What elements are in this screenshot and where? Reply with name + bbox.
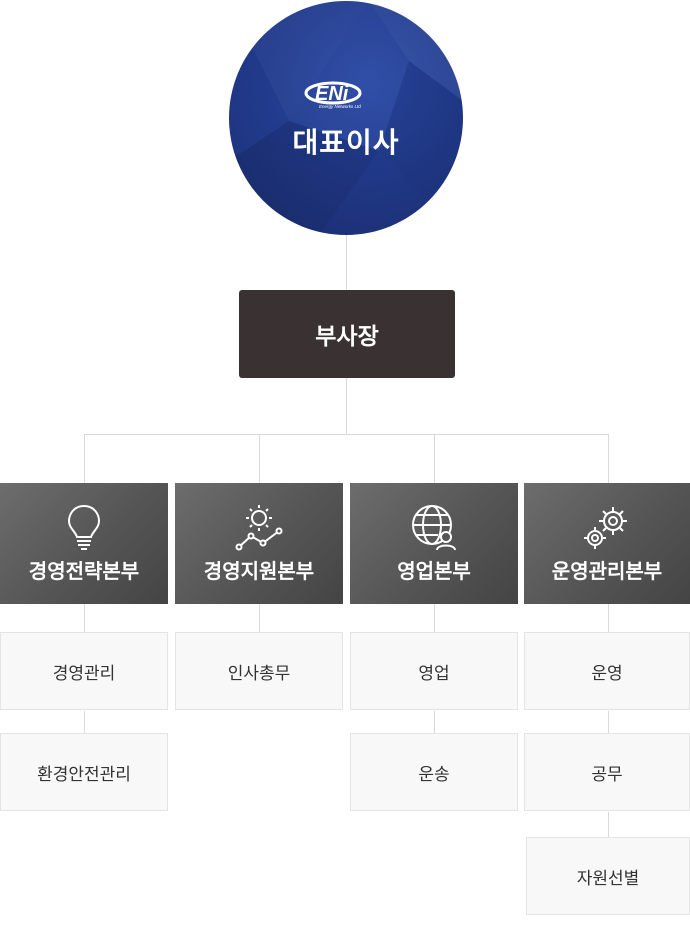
connector-team [434, 711, 435, 733]
ceo-title: 대표이사 [292, 126, 400, 159]
team-label: 경영관리 [52, 663, 116, 684]
division-label: 경영지원본부 [203, 559, 315, 583]
division-management-support: 경영지원본부 [175, 483, 343, 604]
connector-ceo-vp [346, 235, 347, 290]
vice-president-title: 부사장 [315, 324, 379, 350]
connector-team [84, 711, 85, 733]
connector-div-1 [84, 434, 85, 483]
ceo-node: ENi Energy Networks Ltd 대표이사 [229, 1, 463, 235]
connector-team [259, 604, 260, 632]
connector-div-3 [434, 434, 435, 483]
division-sales: 영업본부 [350, 483, 518, 604]
eni-logo: ENi Energy Networks Ltd [304, 81, 362, 109]
connector-div-4 [608, 434, 609, 483]
division-label: 운영관리본부 [551, 559, 663, 583]
svg-text:ENi: ENi [315, 83, 349, 105]
team-label: 운송 [418, 764, 450, 785]
connector-team [608, 812, 609, 837]
globe-user-icon [412, 505, 456, 551]
team-label: 자원선별 [576, 868, 640, 889]
connector-team [434, 604, 435, 632]
team-label: 운영 [591, 663, 623, 684]
connector-team [608, 604, 609, 632]
team-box: 인사총무 [175, 632, 343, 710]
team-label: 인사총무 [227, 663, 291, 684]
division-management-strategy: 경영전략본부 [0, 483, 168, 604]
connector-div-2 [259, 434, 260, 483]
svg-text:Energy Networks Ltd: Energy Networks Ltd [319, 104, 361, 109]
connector-team [84, 604, 85, 632]
team-box: 영업 [350, 632, 518, 710]
gears-icon [584, 507, 627, 549]
vice-president-node: 부사장 [239, 290, 455, 378]
team-box: 자원선별 [526, 837, 690, 915]
team-box: 운송 [350, 733, 518, 811]
division-label: 경영전략본부 [28, 559, 140, 583]
team-box: 환경안전관리 [0, 733, 168, 811]
connector-vp-bus [346, 378, 347, 434]
team-label: 영업 [418, 663, 450, 684]
team-box: 공무 [524, 733, 690, 811]
team-label: 공무 [591, 764, 623, 785]
division-operations: 운영관리본부 [524, 483, 690, 604]
connector-team [608, 711, 609, 733]
facet-pattern [229, 1, 463, 235]
lightbulb-icon [67, 504, 101, 550]
connector-bus [84, 434, 609, 435]
sun-chart-icon [235, 505, 283, 551]
team-label: 환경안전관리 [37, 764, 131, 785]
team-box: 경영관리 [0, 632, 168, 710]
team-box: 운영 [524, 632, 690, 710]
division-label: 영업본부 [397, 559, 471, 583]
